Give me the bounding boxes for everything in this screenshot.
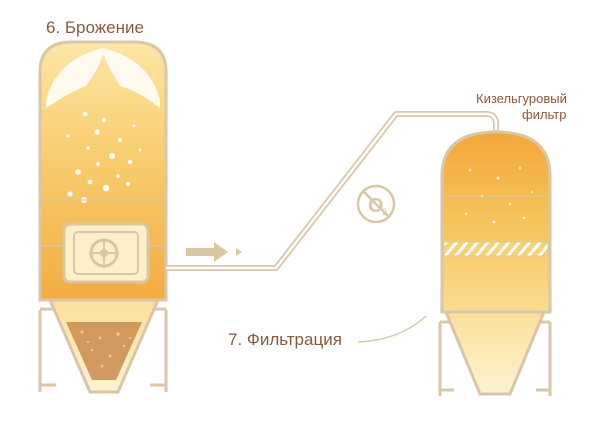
fermentation-tank (38, 40, 168, 394)
tank-sediment (66, 322, 142, 380)
stirrer-icon (62, 222, 150, 284)
tank-foam (46, 48, 160, 108)
step-filtration-label: 7. Фильтрация (228, 330, 342, 349)
flow-arrow-icon (186, 242, 242, 262)
sediment-specks (80, 330, 132, 368)
filtration-pointer (357, 315, 427, 343)
filter-layer (443, 241, 549, 257)
kieselguhr-filter (438, 130, 552, 396)
filter-label-line1: Кизельгуровый (476, 91, 567, 106)
filter-label-line2: фильтр (522, 107, 567, 122)
filter-body (440, 130, 552, 314)
step-fermentation-label: 6. Брожение (46, 18, 144, 37)
no-oxygen-icon: O 2 (356, 184, 396, 224)
filter-cone (443, 310, 547, 396)
fermentation-bubbles (66, 111, 142, 203)
